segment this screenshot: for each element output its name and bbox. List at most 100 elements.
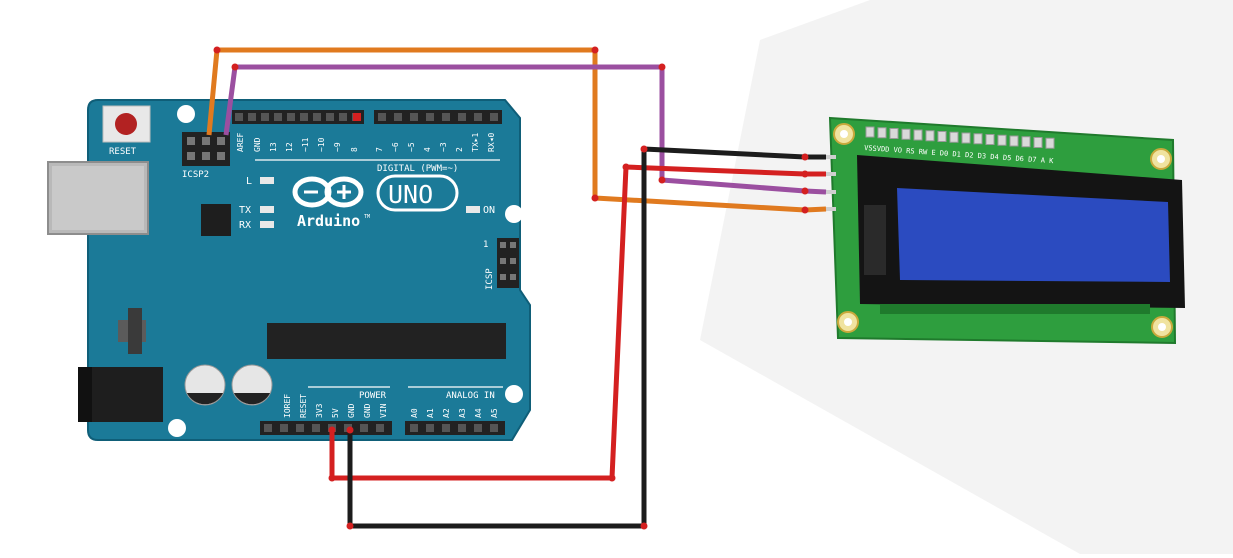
usb-chip <box>201 204 231 236</box>
lcd-pin <box>877 127 887 139</box>
analog-pin <box>458 424 466 432</box>
power-header <box>260 421 392 435</box>
power-pin-label: 5V <box>331 408 340 418</box>
analog-pin-label: A4 <box>474 408 483 418</box>
lcd-pin <box>1033 137 1043 148</box>
led-rx-label: RX <box>239 220 251 231</box>
power-pin-label: GND <box>363 403 372 418</box>
icsp-pin1-label: 1 <box>483 240 488 250</box>
digital-pin-label: ~5 <box>407 142 416 152</box>
lcd-pin <box>949 131 959 143</box>
led-on <box>466 206 480 213</box>
lcd-pin <box>925 130 935 142</box>
wire-purple <box>223 64 827 195</box>
digital-pin-label: 7 <box>375 147 384 152</box>
i2c-backpack-pins <box>826 155 836 211</box>
digital-pin-label: ~11 <box>301 137 310 152</box>
digital-pin <box>287 113 295 121</box>
analog-pin-label: A5 <box>490 408 499 418</box>
power-jack <box>78 367 163 422</box>
lcd-backlight-edge <box>864 205 886 275</box>
digital-pin-label: 8 <box>350 147 359 152</box>
power-pin-label: 3V3 <box>315 403 324 418</box>
digital-pin-label: 2 <box>455 147 464 152</box>
digital-pin <box>248 113 256 121</box>
analog-pin <box>490 424 498 432</box>
digital-pin <box>300 113 308 121</box>
mount-hole <box>505 205 523 223</box>
power-pin <box>264 424 272 432</box>
lcd-pin <box>1009 135 1019 147</box>
digital-pin-label: TX▸1 <box>471 133 480 152</box>
analog-pin <box>426 424 434 432</box>
power-pin-label: VIN <box>379 403 388 418</box>
icsp-header <box>497 238 519 288</box>
analog-pin <box>410 424 418 432</box>
digital-pin <box>339 113 347 121</box>
wires <box>206 46 827 530</box>
digital-pin-label: 13 <box>269 142 278 152</box>
mount-hole <box>177 105 195 123</box>
digital-pin-label: 4 <box>423 147 432 152</box>
lcd-pin <box>937 131 947 142</box>
power-label: POWER <box>359 391 387 401</box>
lcd-module: VSSVDD VO RS RW E D0 D1 D2 D3 D4 D5 D6 D… <box>700 0 1233 554</box>
led-on-label: ON <box>483 205 495 216</box>
power-pin-label: GND <box>347 403 356 418</box>
led-tx <box>260 206 274 213</box>
analog-label: ANALOG IN <box>446 391 495 401</box>
lcd-pin-header <box>865 126 1055 149</box>
digital-pin-label: ~9 <box>333 142 342 152</box>
lcd-pin <box>985 134 995 145</box>
icsp-label: ICSP <box>485 268 495 290</box>
capacitor <box>231 364 273 406</box>
pin-8-marker <box>353 113 361 121</box>
uno-badge <box>376 174 459 212</box>
digital-pin-label: RX◂0 <box>487 133 496 152</box>
capacitor <box>184 364 226 406</box>
power-pin <box>296 424 304 432</box>
icsp2-label: ICSP2 <box>182 170 209 180</box>
digital-pin <box>261 113 269 121</box>
lcd-pin <box>889 128 899 139</box>
digital-pin <box>474 113 482 121</box>
digital-label: DIGITAL (PWM=~) <box>377 164 458 174</box>
digital-pin-label: 12 <box>285 142 294 152</box>
arduino-logo-text: Arduino <box>297 212 360 230</box>
digital-header-right <box>374 110 502 124</box>
digital-pin-label: ~10 <box>317 137 326 152</box>
digital-pin <box>274 113 282 121</box>
digital-pin <box>394 113 402 121</box>
led-l-label: L <box>246 176 252 187</box>
lcd-pin <box>1045 137 1055 149</box>
analog-pin <box>474 424 482 432</box>
power-pin <box>312 424 320 432</box>
analog-pin-label: A0 <box>410 408 419 418</box>
digital-pin <box>235 113 243 121</box>
reset-label: RESET <box>109 147 137 157</box>
power-pin <box>280 424 288 432</box>
analog-pin <box>442 424 450 432</box>
mount-hole <box>168 419 186 437</box>
wire-joints <box>213 46 809 530</box>
mount-hole <box>505 385 523 403</box>
lcd-pin <box>913 129 923 141</box>
lcd-pin <box>973 133 983 145</box>
power-pin <box>376 424 384 432</box>
microcontroller-chip <box>267 323 506 359</box>
wire-orange <box>206 47 827 213</box>
analog-pin-label: A1 <box>426 408 435 418</box>
led-rx <box>260 221 274 228</box>
lcd-pin <box>961 132 971 144</box>
power-pin-label: IOREF <box>283 394 292 418</box>
digital-pin <box>426 113 434 121</box>
digital-pin-label: ~3 <box>439 142 448 152</box>
digital-pin <box>378 113 386 121</box>
digital-pin <box>490 113 498 121</box>
led-l <box>260 177 274 184</box>
analog-pin-label: A3 <box>458 408 467 418</box>
power-pin-label: RESET <box>299 394 308 418</box>
digital-pin-label: AREF <box>236 133 245 152</box>
